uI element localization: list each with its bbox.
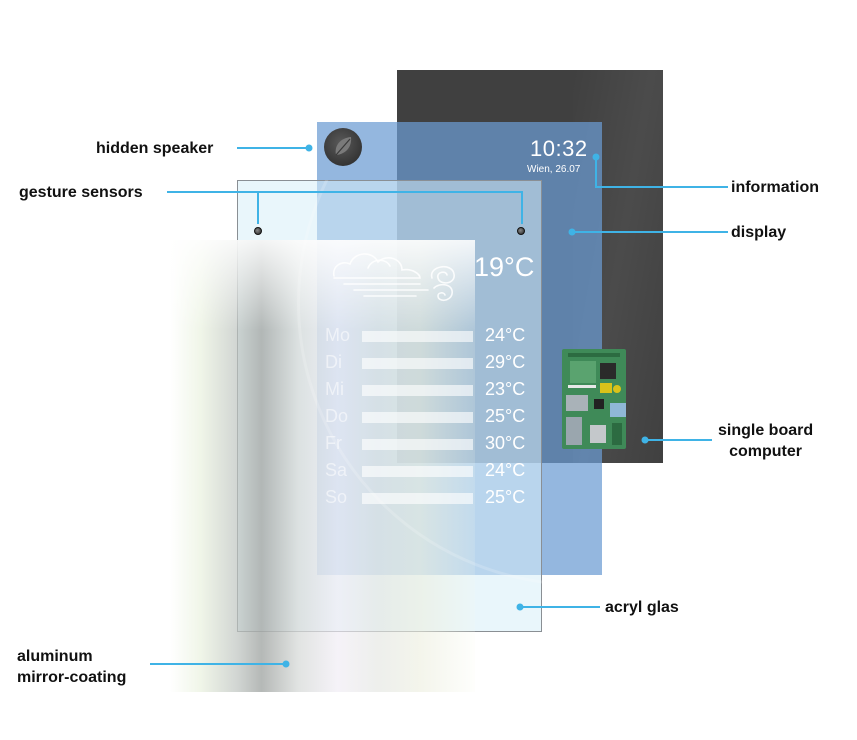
forecast-day: Do [325, 406, 349, 426]
gesture-sensor-left-icon [254, 227, 262, 235]
label-information: information [731, 179, 819, 196]
forecast-day: So [325, 487, 348, 507]
forecast-temp: 29°C [485, 352, 526, 372]
clock-date: Wien, 26.07 [527, 164, 581, 175]
label-single-board-line2: computer [729, 443, 803, 460]
current-temperature: 19°C [474, 252, 535, 282]
forecast-temp: 30°C [485, 433, 526, 453]
label-acryl-glas: acryl glas [605, 599, 679, 616]
forecast-bar [362, 331, 473, 342]
forecast-bar [362, 358, 473, 369]
label-single-board-line1: single board [718, 422, 814, 439]
forecast-temp: 24°C [485, 325, 526, 345]
forecast-bar [362, 385, 473, 396]
forecast-day: Mi [325, 379, 344, 399]
forecast-temp: 23°C [485, 379, 526, 399]
label-aluminum-line2: mirror-coating [17, 669, 127, 686]
label-gesture-sensors: gesture sensors [19, 184, 143, 201]
forecast-day: Fr [325, 433, 342, 453]
label-display: display [731, 224, 787, 241]
forecast-temp: 25°C [485, 487, 526, 507]
speaker-icon [324, 128, 362, 166]
forecast-temp: 25°C [485, 406, 526, 426]
cloud-wind-weather-icon [332, 253, 455, 302]
label-hidden-speaker: hidden speaker [96, 140, 214, 157]
glass-reflection [237, 180, 542, 632]
forecast-day: Mo [325, 325, 351, 345]
gesture-sensor-right-icon [517, 227, 525, 235]
single-board-computer-icon [562, 349, 626, 449]
label-single-board-computer: single board computer [718, 420, 813, 462]
clock-time: 10:32 [530, 136, 588, 161]
forecast-temp: 24°C [485, 460, 526, 480]
forecast-bar [362, 493, 473, 504]
label-aluminum-mirror-coating: aluminum mirror-coating [17, 646, 126, 688]
label-aluminum-line1: aluminum [17, 648, 93, 665]
forecast-day: Sa [325, 460, 348, 480]
forecast-bar [362, 466, 473, 477]
forecast-day: Di [325, 352, 342, 372]
forecast-bar [362, 439, 473, 450]
forecast-bar [362, 412, 473, 423]
